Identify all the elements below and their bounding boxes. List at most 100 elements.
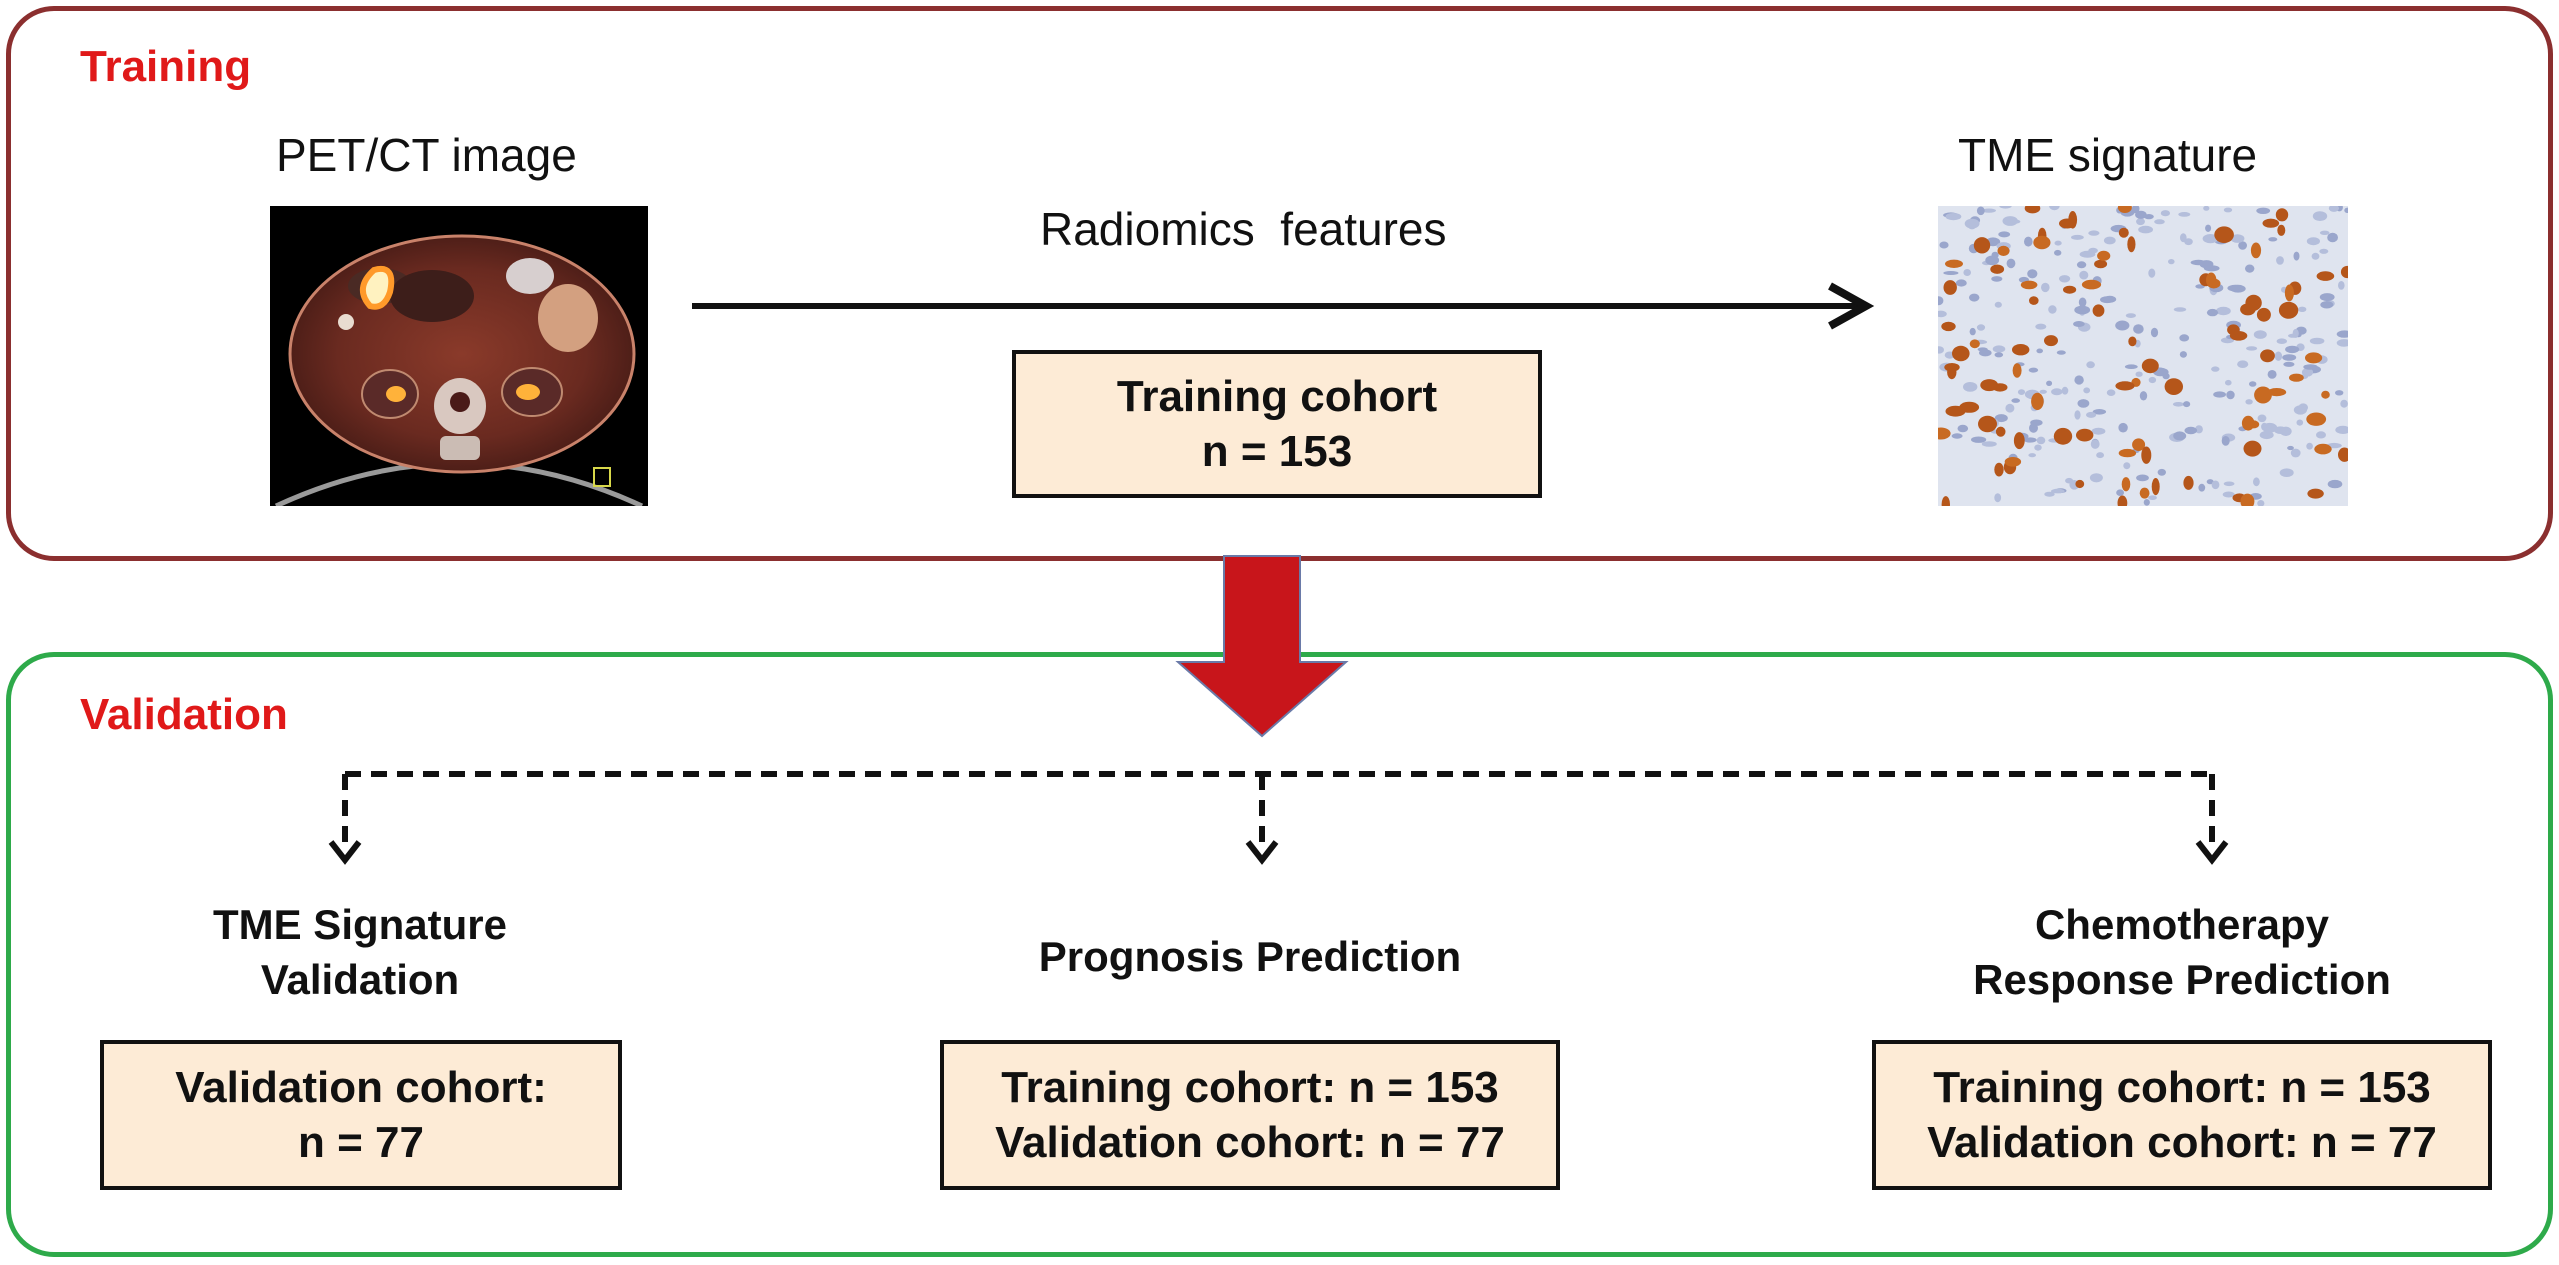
stained-cell: [2075, 479, 2085, 489]
tissue-nucleus: [2091, 427, 2106, 435]
tissue-nucleus: [1969, 327, 1976, 336]
tissue-nucleus: [2282, 354, 2297, 361]
tissue-nucleus: [2316, 431, 2326, 439]
tissue-nucleus: [2059, 275, 2071, 283]
tissue-nucleus: [2296, 419, 2304, 426]
box-line: Validation cohort: n = 77: [995, 1118, 1505, 1167]
tissue-nucleus: [1994, 301, 2002, 308]
stained-cell: [2118, 227, 2129, 238]
stained-cell: [2139, 487, 2150, 499]
tissue-nucleus: [2077, 399, 2090, 408]
tissue-nucleus: [2227, 284, 2244, 292]
stained-cell: [2033, 235, 2051, 250]
tissue-nucleus: [2320, 301, 2334, 309]
training-cohort-box: Training cohort n = 153: [1012, 350, 1542, 498]
tissue-nucleus: [2154, 219, 2165, 225]
stained-cell: [2024, 206, 2041, 214]
tissue-nucleus: [2036, 436, 2046, 445]
training-cohort-n: n = 153: [1201, 427, 1353, 476]
tissue-nucleus: [2027, 269, 2038, 279]
stained-cell: [1995, 426, 2006, 437]
tissue-nucleus: [1976, 324, 1986, 331]
heading-line: Validation: [260, 955, 460, 1003]
stained-cell: [1997, 245, 2010, 256]
tissue-nucleus: [2071, 234, 2084, 240]
tissue-nucleus: [2079, 250, 2096, 258]
tissue-nucleus: [1963, 382, 1978, 392]
tissue-nucleus: [2180, 233, 2187, 243]
stained-cell: [1941, 496, 1950, 506]
tissue-nucleus: [2335, 390, 2344, 396]
stained-cell: [2305, 352, 2323, 364]
tissue-nucleus: [2190, 259, 2207, 266]
tissue-nucleus: [2301, 368, 2314, 377]
tissue-nucleus: [2253, 330, 2267, 339]
box-line: Training cohort: n = 153: [1933, 1063, 2431, 1112]
stained-cell: [2097, 250, 2111, 261]
tissue-nucleus: [2319, 248, 2329, 254]
arrowhead-middle: [1245, 840, 1279, 865]
stained-cell: [2277, 224, 2286, 236]
tissue-nucleus: [1998, 231, 2011, 238]
tissue-nucleus: [2073, 321, 2085, 327]
tissue-nucleus: [2179, 334, 2190, 342]
tissue-nucleus: [2083, 387, 2091, 394]
box-line: n = 77: [298, 1118, 424, 1167]
tissue-nucleus: [2138, 225, 2153, 234]
tissue-nucleus: [2118, 422, 2128, 433]
tissue-nucleus: [2074, 410, 2081, 420]
tissue-nucleus: [2221, 436, 2230, 446]
stained-cell: [1938, 427, 1951, 440]
tissue-nucleus: [2023, 437, 2037, 443]
stained-cell: [2164, 378, 2183, 395]
tissue-nucleus: [2195, 425, 2203, 434]
tissue-nucleus: [2279, 468, 2294, 478]
tissue-nucleus: [2206, 308, 2219, 317]
tissue-nucleus: [2086, 411, 2097, 418]
tissue-nucleus: [2285, 345, 2300, 354]
tissue-nucleus: [2048, 305, 2057, 314]
tissue-nucleus: [2283, 361, 2295, 367]
tissue-nucleus: [2143, 499, 2150, 506]
tissue-nucleus: [2184, 426, 2198, 435]
petct-scan-image: [270, 206, 648, 506]
tissue-nucleus: [2203, 206, 2210, 211]
tissue-nucleus: [2028, 367, 2039, 373]
stained-cell: [2031, 392, 2044, 411]
tissue-nucleus: [2135, 371, 2143, 377]
tissue-nucleus: [2005, 403, 2015, 413]
tissue-nucleus: [2213, 391, 2226, 398]
tissue-nucleus: [2017, 389, 2026, 395]
tissue-nucleus: [2054, 249, 2062, 256]
tissue-nucleus: [2123, 462, 2131, 470]
tissue-nucleus: [2179, 351, 2187, 358]
tissue-nucleus: [2136, 218, 2145, 226]
tissue-nucleus: [2211, 480, 2220, 490]
stained-cell: [2267, 388, 2287, 397]
stained-cell: [1945, 405, 1966, 417]
tissue-nucleus: [2148, 495, 2157, 501]
tissue-nucleus: [2173, 307, 2187, 312]
training-cohort-label: Training cohort: [1116, 372, 1438, 421]
arrowhead-left: [328, 840, 362, 865]
tissue-nucleus: [2006, 258, 2016, 269]
stained-cell: [2289, 373, 2304, 382]
tissue-nucleus: [2088, 230, 2100, 236]
tissue-nucleus: [2327, 232, 2338, 243]
tissue-nucleus: [2046, 380, 2053, 386]
tissue-nucleus: [2035, 323, 2047, 330]
tissue-nucleus: [2245, 264, 2255, 273]
tme-validation-cohort-box: Validation cohort: n = 77: [100, 1040, 622, 1190]
tissue-nucleus: [2206, 479, 2214, 485]
tissue-nucleus: [2238, 241, 2247, 250]
stained-cell: [1945, 259, 1963, 268]
tissue-nucleus: [2056, 350, 2066, 355]
tissue-nucleus: [1963, 269, 1971, 276]
tissue-nucleus: [2028, 453, 2036, 458]
stained-cell: [2284, 284, 2294, 302]
tissue-nucleus: [2024, 236, 2033, 247]
tme-tissue-image: [1938, 206, 2348, 506]
stained-cell: [1952, 345, 1970, 362]
tissue-nucleus: [2293, 405, 2307, 415]
